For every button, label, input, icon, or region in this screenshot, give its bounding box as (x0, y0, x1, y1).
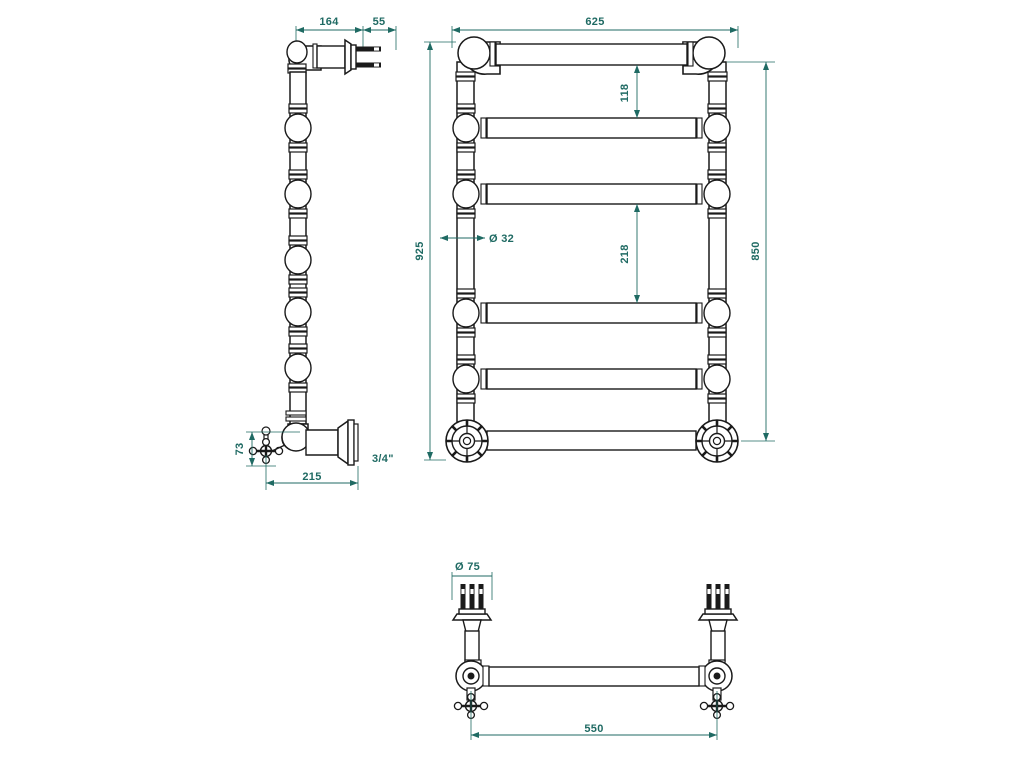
dim-label-thread: 3/4" (372, 453, 394, 465)
horizontal-bar (495, 43, 688, 66)
dim-label-164: 164 (319, 16, 339, 28)
rail-row-4 (452, 288, 731, 338)
dim-164-group: 164 (295, 16, 364, 50)
ball-joint (284, 103, 312, 153)
dim-73-group: 73 (234, 431, 300, 467)
dim-215-group: 215 (265, 455, 359, 490)
dim-label-925: 925 (414, 241, 426, 260)
dim-625-group: 625 (451, 16, 739, 48)
dim-label-73: 73 (234, 443, 246, 456)
rosette-medallion (694, 418, 740, 464)
ball-joint (284, 235, 312, 285)
plan-bottom-bar (488, 666, 700, 687)
ball-joint (284, 169, 312, 219)
dim-55-group: 55 (363, 16, 397, 50)
ball-joint (284, 287, 312, 337)
side-plug-arm (316, 39, 382, 75)
dim-label-118: 118 (619, 84, 631, 103)
dim-850-group: 850 (727, 61, 775, 442)
dim-label-625: 625 (585, 16, 604, 28)
dim-label-55: 55 (373, 16, 386, 28)
cross-handle-valve (248, 426, 284, 465)
view-side-elevation: 164 55 (234, 16, 397, 490)
dim-label-850: 850 (750, 241, 762, 260)
view-front-elevation: 625 (414, 16, 775, 464)
dim-118-group: 118 (619, 65, 640, 118)
rail-row-2 (452, 103, 731, 153)
dim-label-dia75: Ø 75 (455, 561, 480, 573)
side-top-elbow (286, 40, 322, 74)
dim-218-group: 218 (619, 204, 640, 303)
dim-dia32-group: Ø 32 (440, 233, 514, 245)
rail-row-3 (452, 169, 731, 219)
dim-925-group: 925 (414, 41, 456, 461)
ball-joint (284, 343, 312, 393)
plan-bracket-left (452, 583, 492, 720)
dim-label-218: 218 (619, 244, 631, 263)
dim-label-215: 215 (302, 471, 321, 483)
dim-dia75-group: Ø 75 (451, 561, 493, 600)
rail-row-5 (452, 354, 731, 404)
rail-row-bottom (444, 418, 740, 464)
dim-label-dia32: Ø 32 (489, 233, 514, 245)
rosette-medallion (444, 418, 490, 464)
dim-550-group: 550 (470, 691, 718, 740)
view-plan: Ø 75 (451, 561, 738, 740)
dim-label-550: 550 (584, 723, 603, 735)
side-valve-assembly (248, 410, 359, 466)
